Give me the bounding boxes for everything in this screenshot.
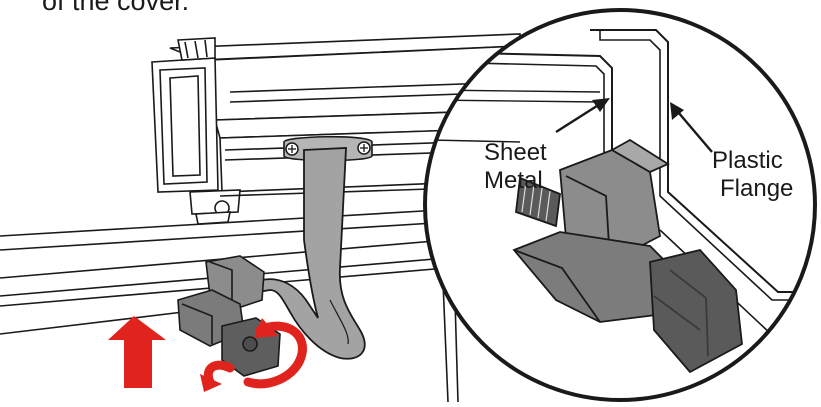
red-up-arrow-icon	[108, 316, 166, 388]
gray-strap	[256, 147, 366, 360]
plastic-flange-label-line1: Plastic	[712, 147, 783, 174]
screw-icon	[357, 141, 371, 155]
sheet-metal-label-line2: Metal	[484, 167, 543, 194]
caption-text: of the cover.	[42, 0, 190, 16]
red-rotate-arrow-icon	[200, 318, 307, 392]
black-arrow-icon	[670, 102, 713, 153]
plastic-flange-label-line2: Flange	[720, 175, 793, 202]
screw-icon	[285, 142, 299, 156]
black-arrow-icon	[555, 98, 610, 134]
zoom-detail: Sheet Metal Plastic Flange	[423, 8, 817, 402]
sheet-metal-label-line1: Sheet	[484, 139, 547, 166]
